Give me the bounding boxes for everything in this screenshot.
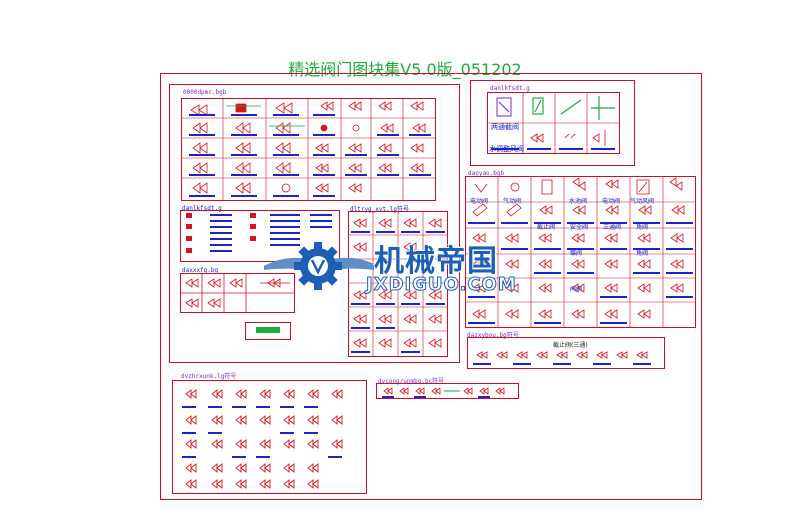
valve-label: 两通截阀: [491, 123, 519, 131]
valve-label: 电动阀: [470, 198, 489, 205]
right-large-frame: [465, 176, 696, 328]
valve-symbol-grid: [181, 98, 436, 201]
bottom-middle-symbols: [382, 387, 505, 398]
valve-label: 安全阀: [570, 224, 589, 231]
watermark-english: JXDIGUO.COM: [366, 274, 517, 296]
bottom-left-frame: [172, 380, 367, 494]
block-label: dazxybou.bg符号: [467, 332, 519, 339]
watermark-chinese: 机械帝国: [374, 244, 498, 279]
block-label: daxxxfg.bg: [182, 267, 219, 274]
list-frame: [180, 210, 340, 262]
block-label: dltryg_xvt.lg符号: [350, 206, 409, 213]
gear-icon: [264, 242, 374, 290]
valve-label: 三通阀: [603, 224, 622, 231]
table-caption: 截止阀(三通): [553, 342, 588, 349]
small-valve-symbols: [180, 273, 295, 313]
right-large-grid: [465, 176, 696, 328]
valve-label: 水池阀: [569, 198, 588, 205]
legend-fill: [256, 327, 280, 333]
valve-label: 蝶阀: [570, 250, 583, 257]
legend-bar: [245, 322, 291, 340]
valve-label: 电动阀: [602, 198, 621, 205]
valve-label: 气动阀: [503, 198, 522, 205]
valve-label: 截止阀: [537, 224, 556, 231]
grid-frame: [181, 98, 436, 201]
top-right-symbols: [487, 92, 620, 154]
right-small-symbols: [473, 351, 651, 365]
bottom-middle-frame: [376, 383, 519, 399]
block-label: dvzhrxunk.lg符号: [181, 373, 237, 380]
watermark-logo: 机械帝国 JXDIGUO.COM: [262, 232, 552, 302]
valve-label: 角阀: [636, 250, 649, 257]
valve-label: 气动风阀: [630, 198, 655, 205]
valve-symbol-grid-2: [348, 211, 448, 357]
block-label: danlkfsdt.g: [490, 85, 530, 92]
outer-frame: [160, 73, 702, 500]
block-label: danlkfsdt.g: [182, 205, 222, 212]
valve-label: 闸阀: [570, 286, 583, 293]
drawing-title: 精选阀门图块集V5.0版_051202: [288, 60, 522, 79]
valve-list-lines: [186, 213, 332, 253]
valve-label: 角阀: [636, 224, 649, 231]
valve-label: 水调整风阀: [489, 145, 524, 153]
block-label: 0000dpmc.bgb: [183, 89, 227, 96]
right-small-frame: [467, 337, 665, 369]
block-label: daoyao.bgb: [468, 170, 505, 177]
block-label: dvcong/unmbq.bc符号: [378, 378, 445, 385]
bottom-left-symbols: [182, 389, 343, 489]
block-panel-main: [169, 84, 460, 363]
top-right-frame: [470, 80, 635, 166]
